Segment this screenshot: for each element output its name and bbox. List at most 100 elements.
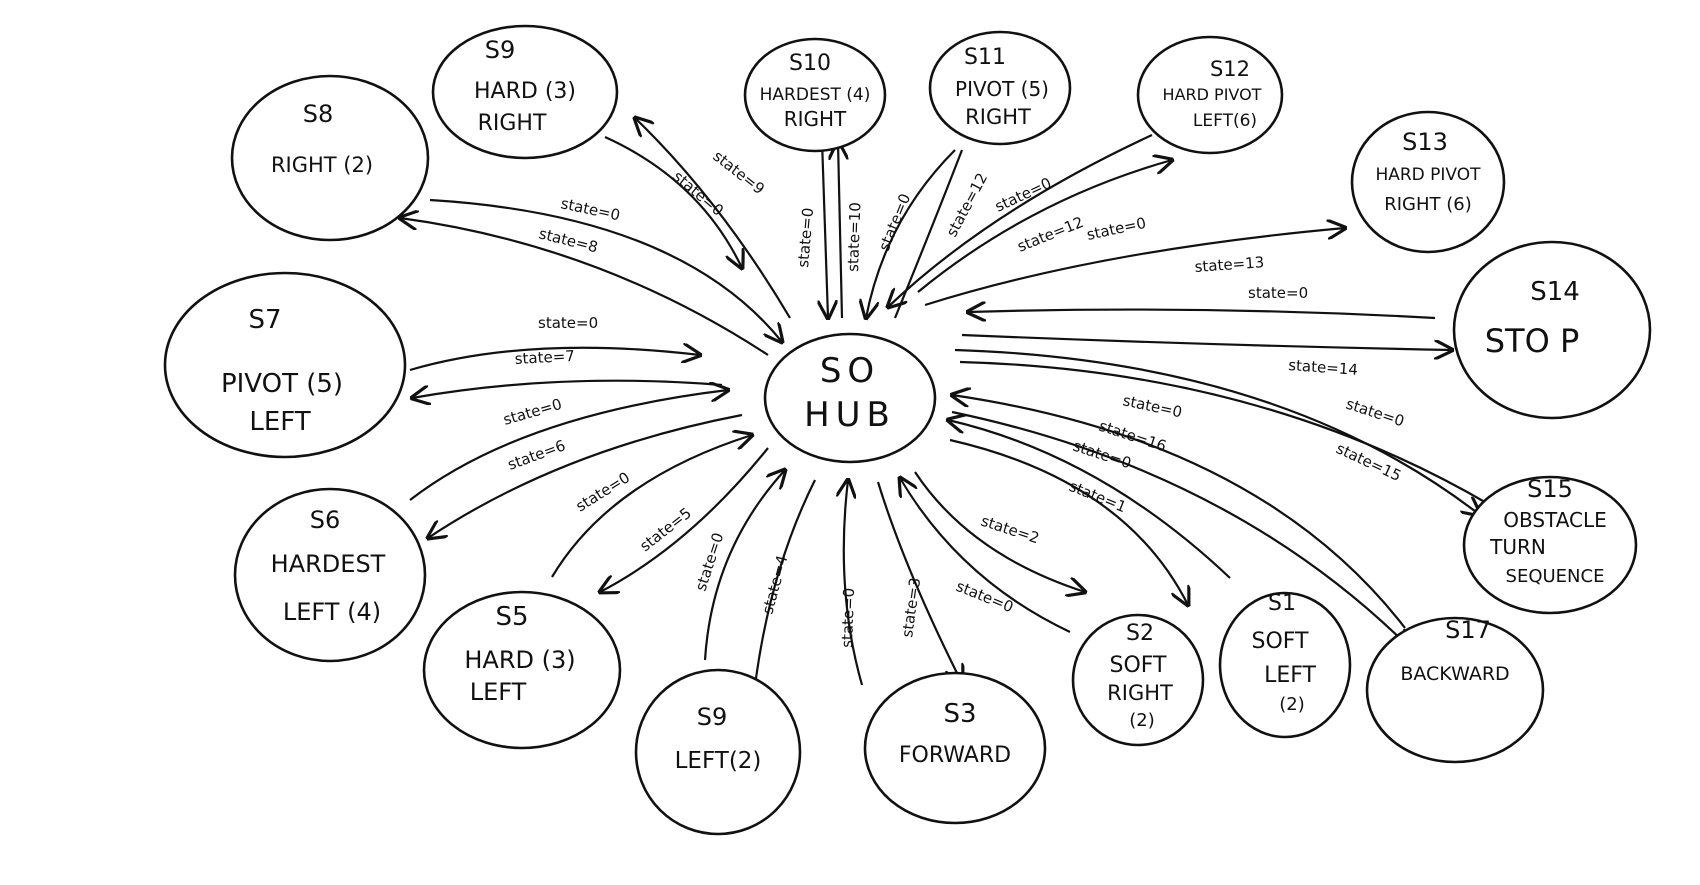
node-label: S8 — [303, 100, 334, 128]
node-s5: S5 HARD (3) LEFT — [422, 590, 622, 750]
node-s12: S12 HARD PIVOT LEFT(6) — [1136, 35, 1284, 155]
edge-s7-to-hub — [409, 348, 700, 372]
node-label: HARDEST (4) — [760, 85, 871, 105]
node-s1: S1 SOFT LEFT (2) — [1218, 591, 1352, 739]
node-s11-circle — [928, 30, 1072, 146]
node-s6: S6 HARDEST LEFT (4) — [233, 487, 427, 663]
node-label: PIVOT (5) — [955, 77, 1049, 101]
edge-s6-to-hub — [409, 390, 728, 501]
node-label: S2 — [1126, 621, 1154, 646]
node-s15-circle — [1462, 475, 1638, 615]
edge-hub-to-s13 — [924, 228, 1345, 307]
edge-label: state=8 — [537, 224, 600, 256]
edge-hub-to-s7 — [412, 379, 723, 398]
node-s15: S15 OBSTACLE TURN SEQUENCE — [1462, 475, 1638, 615]
edge-hub-to-s9b — [752, 479, 816, 712]
edge-label: state=9 — [710, 147, 768, 198]
edge-s14-to-hub — [968, 310, 1436, 318]
node-s9-bottom-circle — [634, 668, 802, 836]
node-label: S11 — [964, 45, 1006, 70]
node-label: SOFT — [1110, 653, 1168, 678]
node-s9-top-circle — [431, 24, 619, 160]
edge-label: state=0 — [954, 577, 1016, 616]
edge-label: state=0 — [573, 468, 634, 515]
node-label: RIGHT (2) — [271, 153, 373, 177]
edge-label: state=2 — [979, 512, 1042, 548]
edge-s3-to-hub — [844, 480, 864, 686]
node-s8: S8 RIGHT (2) — [230, 74, 430, 242]
node-label: LEFT — [249, 407, 310, 437]
node-label: S12 — [1210, 57, 1250, 81]
node-label: OBSTACLE — [1503, 508, 1607, 532]
edge-label: state=0 — [794, 207, 817, 268]
edge-hub-to-s12 — [917, 160, 1172, 293]
edge-label: state=0 — [1085, 214, 1148, 244]
node-s2: S2 SOFT RIGHT (2) — [1071, 613, 1205, 747]
node-s2-circle — [1071, 613, 1205, 747]
node-label: RIGHT — [965, 105, 1031, 129]
edge-hub-to-s10 — [838, 142, 842, 319]
edge-label: state=0 — [501, 395, 564, 429]
edge-hub-to-s2 — [914, 471, 1085, 592]
node-s1-circle — [1218, 591, 1352, 739]
node-label: S9 — [485, 36, 516, 64]
edge-label: state=0 — [1121, 391, 1184, 421]
node-label: SEQUENCE — [1506, 566, 1605, 587]
edge-label: state=15 — [1333, 439, 1404, 485]
node-label: S14 — [1530, 277, 1580, 307]
node-label: PIVOT (5) — [221, 369, 343, 399]
edge-label: state=0 — [692, 530, 728, 593]
edge-hub-to-s5 — [600, 447, 769, 592]
edge-label: state=0 — [838, 587, 858, 648]
edge-label: state=7 — [514, 347, 575, 368]
edge-s12-to-hub — [888, 134, 1153, 307]
node-hub-circle — [763, 332, 937, 464]
edge-hub-to-s3 — [876, 481, 962, 683]
node-s17: S17 BACKWARD — [1365, 616, 1545, 764]
edge-label: state=0 — [538, 314, 598, 332]
node-s10-circle — [743, 37, 887, 153]
node-hub-line-2: HUB — [804, 395, 896, 435]
node-label: S6 — [310, 506, 341, 534]
node-label: RIGHT — [478, 111, 547, 136]
node-label: RIGHT — [784, 107, 847, 131]
node-label: LEFT (4) — [283, 598, 381, 626]
node-label: S7 — [248, 305, 281, 335]
node-label: HARDEST — [271, 550, 386, 578]
edge-label: state=0 — [1344, 395, 1407, 431]
node-s17-circle — [1365, 616, 1545, 764]
node-s3: S3 FORWARD — [863, 671, 1047, 825]
edge-label: state=0 — [669, 167, 727, 219]
edge-label: state=13 — [1194, 253, 1265, 276]
edge-label: state=14 — [1288, 356, 1359, 379]
node-label: RIGHT (6) — [1384, 194, 1472, 215]
node-label: HARD PIVOT — [1375, 165, 1481, 185]
node-s14-circle — [1452, 240, 1652, 420]
node-label: HARD (3) — [474, 79, 576, 104]
edge-label: state=3 — [898, 577, 924, 639]
node-label: FORWARD — [899, 743, 1011, 768]
edge-label: state=10 — [844, 202, 864, 272]
node-label: S5 — [495, 602, 528, 632]
node-s12-circle — [1136, 35, 1284, 155]
node-label: (2) — [1129, 710, 1155, 731]
node-label: LEFT(6) — [1193, 111, 1257, 131]
edge-label: state=1 — [1067, 477, 1129, 516]
edge-s8-to-hub — [429, 198, 782, 342]
edge-hub-to-s17 — [951, 410, 1410, 648]
edge-s2-to-hub — [900, 478, 1071, 633]
edge-hub-to-s6 — [428, 413, 743, 538]
node-label: HARD PIVOT — [1163, 85, 1262, 104]
edge-hub-to-s1 — [949, 438, 1188, 605]
edge-s11-to-hub — [866, 149, 956, 318]
node-label: SOFT — [1252, 629, 1310, 654]
node-label: BACKWARD — [1400, 663, 1509, 685]
node-s13: S13 HARD PIVOT RIGHT (6) — [1350, 110, 1506, 254]
edge-s17-to-hub — [952, 395, 1406, 629]
node-label: S15 — [1527, 475, 1573, 503]
edge-label: state=4 — [758, 553, 791, 616]
node-s7-circle — [163, 271, 407, 459]
node-s10: S10 HARDEST (4) RIGHT — [743, 37, 887, 153]
